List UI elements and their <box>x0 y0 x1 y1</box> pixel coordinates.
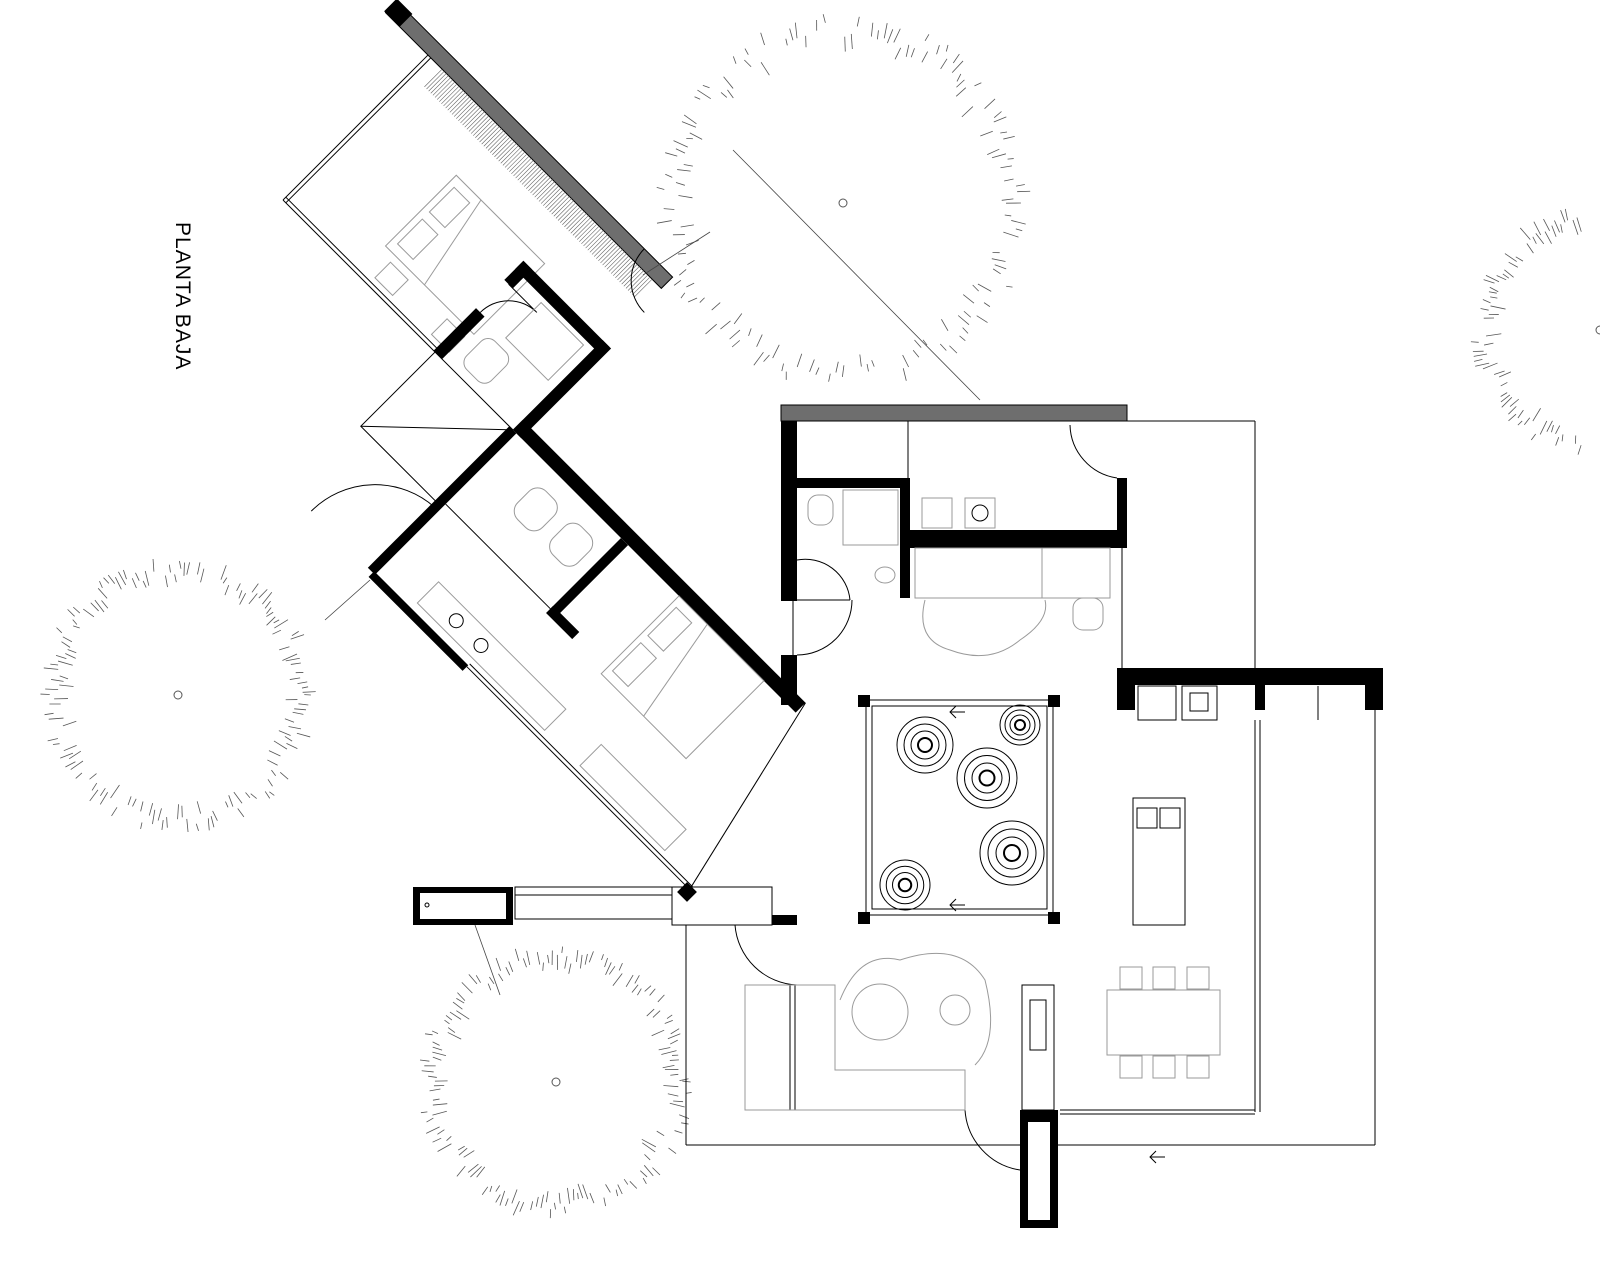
dining-table <box>1106 989 1221 1056</box>
vanity <box>416 581 567 732</box>
toilet <box>463 337 510 384</box>
entry-bar <box>413 882 797 926</box>
middle-bedroom <box>310 419 806 890</box>
sofa <box>744 984 966 1111</box>
planter <box>896 716 954 774</box>
tree-4 <box>1470 208 1600 455</box>
planter <box>879 859 931 911</box>
plan-title: PLANTA BAJA <box>171 222 194 371</box>
bed <box>600 595 765 760</box>
bed <box>384 174 546 336</box>
arrow-icon <box>1149 1150 1165 1164</box>
hatched-strip <box>424 68 653 298</box>
tree-2 <box>40 558 316 833</box>
trees <box>40 14 1600 1219</box>
desk <box>579 743 687 852</box>
planter <box>979 820 1045 886</box>
wall-cap <box>384 0 413 27</box>
upper-bedroom <box>282 0 674 439</box>
coffee-table <box>851 983 909 1041</box>
main-volume <box>685 404 1383 1228</box>
fireplace <box>1021 984 1055 1111</box>
planter <box>999 704 1041 746</box>
gray-wall <box>384 0 674 290</box>
courtyard <box>858 695 1060 924</box>
bedroom-wing <box>282 0 806 890</box>
gray-wall <box>780 404 1128 422</box>
kitchen-island <box>1132 797 1186 926</box>
tree-1 <box>656 14 1031 382</box>
tree-3 <box>419 946 692 1219</box>
planter <box>956 747 1018 809</box>
shower <box>505 301 585 382</box>
